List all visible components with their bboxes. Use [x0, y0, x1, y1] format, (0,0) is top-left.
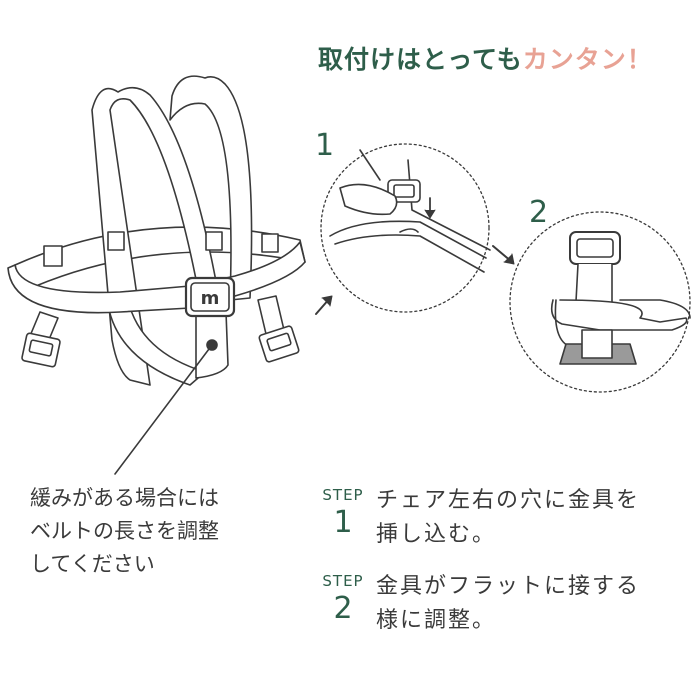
note-line: 緩みがある場合には [30, 486, 219, 510]
title-main: 取付けはとっても [318, 45, 523, 74]
step2-detail-circle [509, 211, 691, 393]
pointer-line [114, 344, 213, 475]
step-number: 1 [333, 505, 353, 540]
step-line: チェア左右の穴に金具を [376, 488, 641, 513]
step-line: 様に調整。 [376, 608, 497, 633]
step-line: 金具がフラットに接する [376, 574, 641, 599]
step-word: STEP [322, 572, 364, 590]
adjustment-note: 緩みがある場合には ベルトの長さを調整 してください [30, 482, 300, 581]
diagram-step2-label: 2 [529, 195, 549, 230]
harness-logo: m [201, 288, 220, 309]
step-word: STEP [322, 486, 364, 504]
step-2-text: 金具がフラットに接する 様に調整。 [376, 570, 640, 638]
step-2-tag: STEP 2 [312, 572, 374, 626]
title-accent: カンタン！ [522, 45, 653, 74]
step-1-tag: STEP 1 [312, 486, 374, 540]
step-1-text: チェア左右の穴に金具を 挿し込む。 [376, 484, 640, 552]
diagram-step1-label: 1 [315, 128, 335, 163]
step-number: 2 [333, 591, 353, 626]
harness-illustration [7, 75, 306, 386]
pointer-dot [206, 339, 218, 351]
step-line: 挿し込む。 [376, 522, 497, 547]
step1-detail-circle [320, 143, 491, 313]
page-title: 取付けはとってもカンタン！ [318, 40, 653, 76]
note-line: ベルトの長さを調整 [30, 519, 219, 543]
note-line: してください [30, 552, 155, 576]
